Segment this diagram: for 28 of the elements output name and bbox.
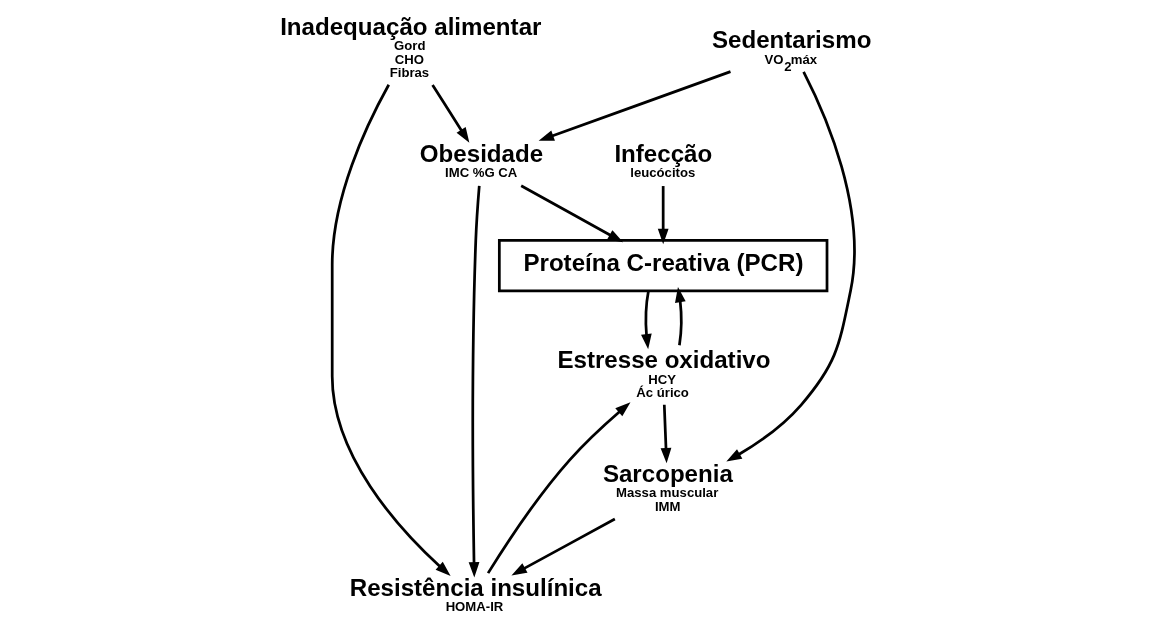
node-text: Sarcopenia bbox=[602, 460, 733, 488]
node-label: Fibras bbox=[389, 64, 429, 80]
arrow bbox=[520, 184, 623, 243]
arrow bbox=[640, 290, 652, 350]
node-label: HOMA-IR bbox=[445, 599, 503, 615]
node-label: Gord bbox=[393, 38, 426, 54]
arrow bbox=[725, 71, 856, 462]
arrow bbox=[510, 517, 615, 576]
node-label: HCY bbox=[647, 371, 676, 387]
arrow bbox=[486, 402, 630, 574]
node-text: Estresse oxidativo bbox=[556, 346, 770, 374]
arrow bbox=[674, 286, 686, 346]
arrow bbox=[538, 70, 731, 141]
node-label: IMM bbox=[654, 498, 680, 514]
node-box: Proteína C-reativa (PCR) bbox=[497, 239, 828, 293]
arrow bbox=[657, 186, 669, 245]
node-text: Infecção bbox=[613, 140, 712, 168]
arrow bbox=[330, 84, 451, 577]
node-label: Ác úrico bbox=[635, 384, 689, 400]
arrow bbox=[430, 84, 469, 143]
node-label: IMC %G CA bbox=[444, 165, 517, 181]
node-text: Resistência insulínica bbox=[349, 574, 602, 602]
node-label: CHO bbox=[394, 51, 424, 67]
arrow bbox=[660, 404, 671, 464]
arrow bbox=[468, 185, 481, 578]
node-text: Obesidade bbox=[419, 140, 543, 168]
node-text: Sedentarismo bbox=[711, 26, 871, 54]
node-text: Inadequação alimentar bbox=[279, 13, 541, 41]
